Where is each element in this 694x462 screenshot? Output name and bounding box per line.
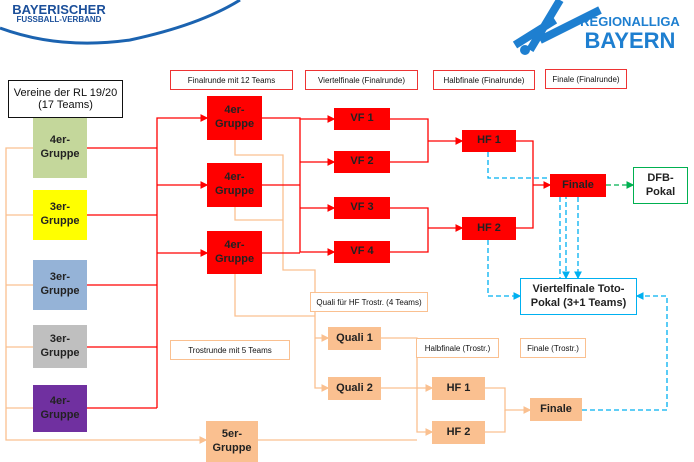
header-finale-trostr: Finale (Trostr.): [520, 338, 586, 358]
quali-2: Quali 2: [328, 377, 381, 400]
hf-1: HF 1: [462, 130, 516, 152]
group-3er-yellow: 3er-Gruppe: [33, 190, 87, 240]
header-viertelfinale: Viertelfinale (Finalrunde): [305, 70, 418, 90]
finale-trostr: Finale: [530, 398, 582, 421]
bfv-arc: [0, 0, 241, 45]
vf-2: VF 2: [334, 151, 390, 173]
final-group-2: 4er-Gruppe: [207, 163, 262, 207]
finale: Finale: [550, 174, 606, 197]
group-3er-blue: 3er-Gruppe: [33, 260, 87, 310]
final-group-1: 4er-Gruppe: [207, 96, 262, 140]
vf-3: VF 3: [334, 197, 390, 219]
vf-4: VF 4: [334, 241, 390, 263]
toto-pokal-box: Viertelfinale Toto-Pokal (3+1 Teams): [520, 278, 637, 315]
group-5er: 5er-Gruppe: [206, 421, 258, 462]
header-finalrunde: Finalrunde mit 12 Teams: [170, 70, 293, 90]
vereine-box: Vereine der RL 19/20 (17 Teams): [8, 80, 123, 118]
hf-2-trostr: HF 2: [432, 421, 485, 444]
dfb-pokal: DFB-Pokal: [633, 167, 688, 204]
group-3er-gray: 3er-Gruppe: [33, 325, 87, 368]
rl-logo-mark: [512, 0, 602, 53]
header-finale: Finale (Finalrunde): [545, 69, 627, 89]
final-group-3: 4er-Gruppe: [207, 231, 262, 274]
vf-1: VF 1: [334, 108, 390, 130]
hf-1-trostr: HF 1: [432, 377, 485, 400]
group-4er-green: 4er-Gruppe: [33, 118, 87, 178]
quali-1: Quali 1: [328, 327, 381, 350]
header-quali: Quali für HF Trostr. (4 Teams): [310, 292, 428, 312]
header-hf-trostr: Halbfinale (Trostr.): [416, 338, 499, 358]
header-trostrunde: Trostrunde mit 5 Teams: [170, 340, 290, 360]
hf-2: HF 2: [462, 217, 516, 240]
header-halbfinale: Halbfinale (Finalrunde): [433, 70, 535, 90]
group-4er-purple: 4er-Gruppe: [33, 385, 87, 432]
